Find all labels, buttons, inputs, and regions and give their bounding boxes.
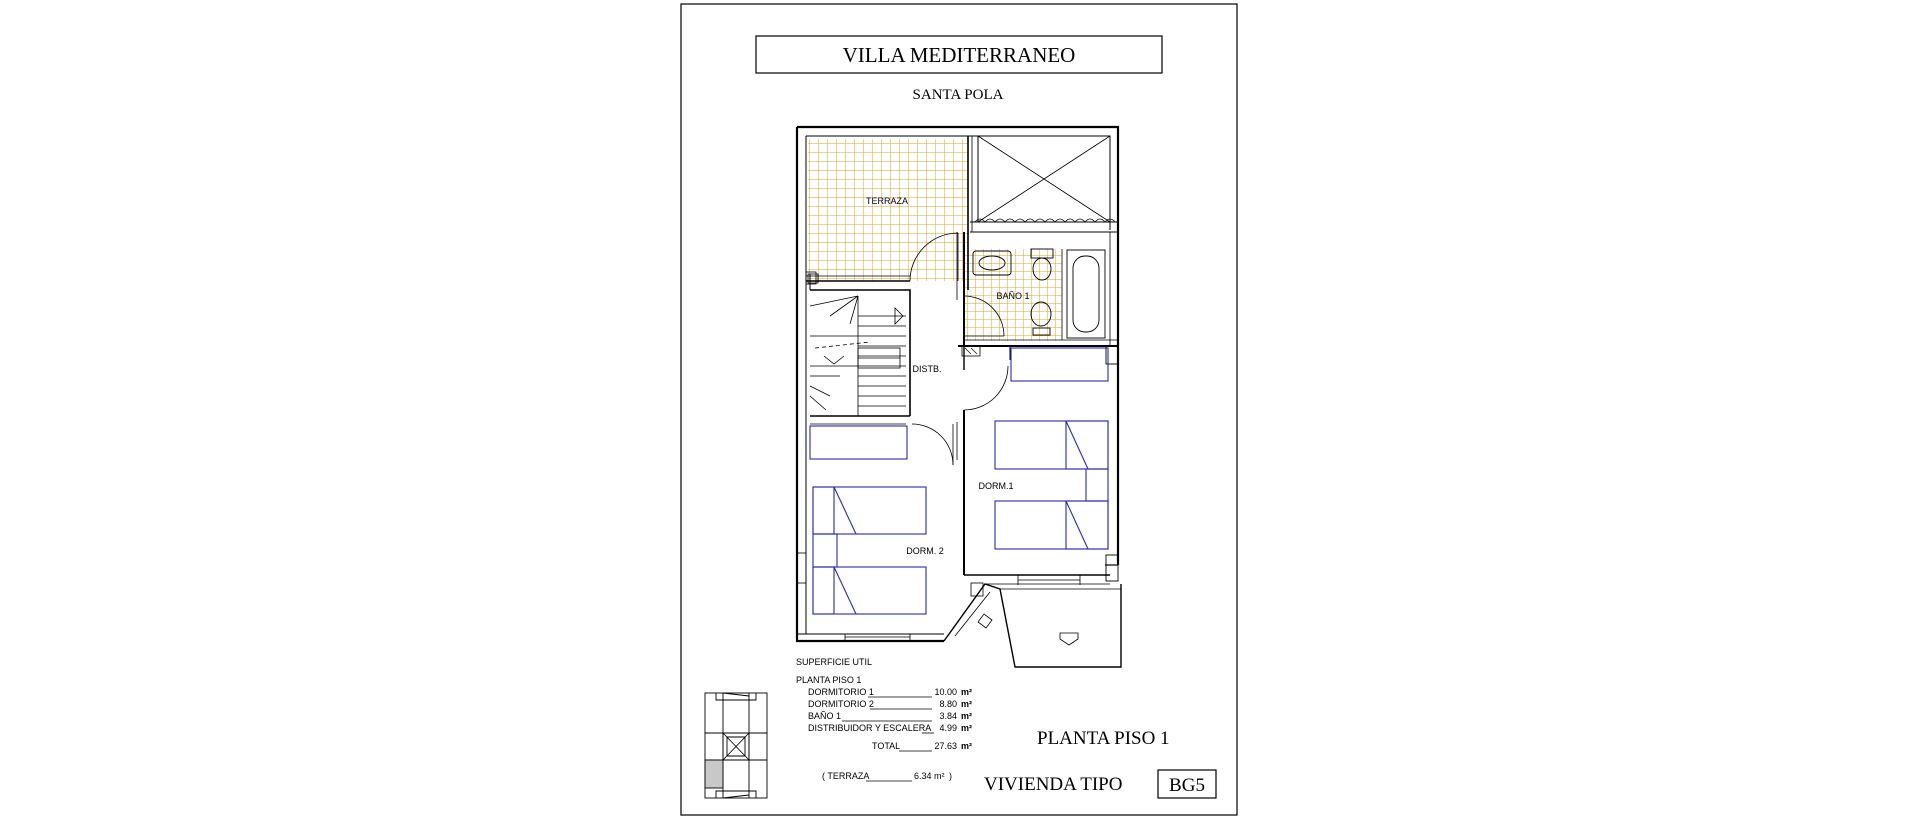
surface-row-label: BAÑO 1 xyxy=(808,711,841,721)
project-location: SANTA POLA xyxy=(913,87,1004,103)
surface-row-unit: m² xyxy=(961,711,972,721)
surface-row-label: DISTRIBUIDOR Y ESCALERA xyxy=(808,723,931,733)
plan-title: PLANTA PISO 1 xyxy=(1037,728,1170,749)
surface-row-label: DORMITORIO 1 xyxy=(808,687,874,697)
surface-row-value: 10.00 xyxy=(934,687,957,697)
furniture xyxy=(809,347,1109,615)
nightstand-dorm2 xyxy=(812,533,838,568)
surface-row-unit: m² xyxy=(961,699,972,709)
terraza-note-close: ) xyxy=(949,771,952,781)
surface-row-value: 3.84 xyxy=(939,711,957,721)
room-label-distribuidor: DISTB. xyxy=(912,364,941,374)
terraza-note-value: 6.34 m² xyxy=(914,771,945,781)
room-label-dorm2: DORM. 2 xyxy=(906,546,944,556)
surface-table: SUPERFICIE UTIL PLANTA PISO 1 DORMITORIO… xyxy=(796,657,972,782)
surface-row-label: DORMITORIO 2 xyxy=(808,699,874,709)
surface-total-label: TOTAL xyxy=(872,741,900,751)
surface-heading: SUPERFICIE UTIL xyxy=(796,657,872,667)
title-box xyxy=(755,35,1163,74)
bathroom-tiles xyxy=(964,249,1062,341)
wardrobe-dorm1 xyxy=(1010,347,1109,382)
surface-row-value: 4.99 xyxy=(939,723,957,733)
project-title: VILLA MEDITERRANEO xyxy=(843,43,1076,67)
wardrobe-dorm2 xyxy=(809,425,908,460)
bed-dorm1-top xyxy=(994,420,1109,470)
terraza-note-label: ( TERRAZA xyxy=(822,771,869,781)
nightstand-dorm1 xyxy=(1085,468,1109,502)
sheet-border xyxy=(680,3,1238,816)
vivienda-tipo-label: VIVIENDA TIPO xyxy=(984,774,1122,795)
vivienda-tipo-code: BG5 xyxy=(1169,775,1205,796)
bed-dorm2-top xyxy=(812,486,927,535)
room-label-terraza: TERRAZA xyxy=(866,196,908,206)
room-label-dorm1: DORM.1 xyxy=(978,481,1013,491)
surface-row-value: 8.80 xyxy=(939,699,957,709)
type-code-box xyxy=(1157,769,1217,799)
bed-dorm2-bottom xyxy=(812,566,927,615)
surface-row-unit: m² xyxy=(961,687,972,697)
surface-row-unit: m² xyxy=(961,723,972,733)
surface-total-value: 27.63 xyxy=(934,741,957,751)
room-label-bano: BAÑO 1 xyxy=(996,291,1029,301)
terrace-tiles xyxy=(808,139,968,281)
surface-total-unit: m² xyxy=(961,741,972,751)
floor-plan xyxy=(795,125,1122,668)
bed-dorm1-bottom xyxy=(994,500,1109,550)
key-plan xyxy=(704,692,768,799)
surface-floor: PLANTA PISO 1 xyxy=(796,675,861,685)
